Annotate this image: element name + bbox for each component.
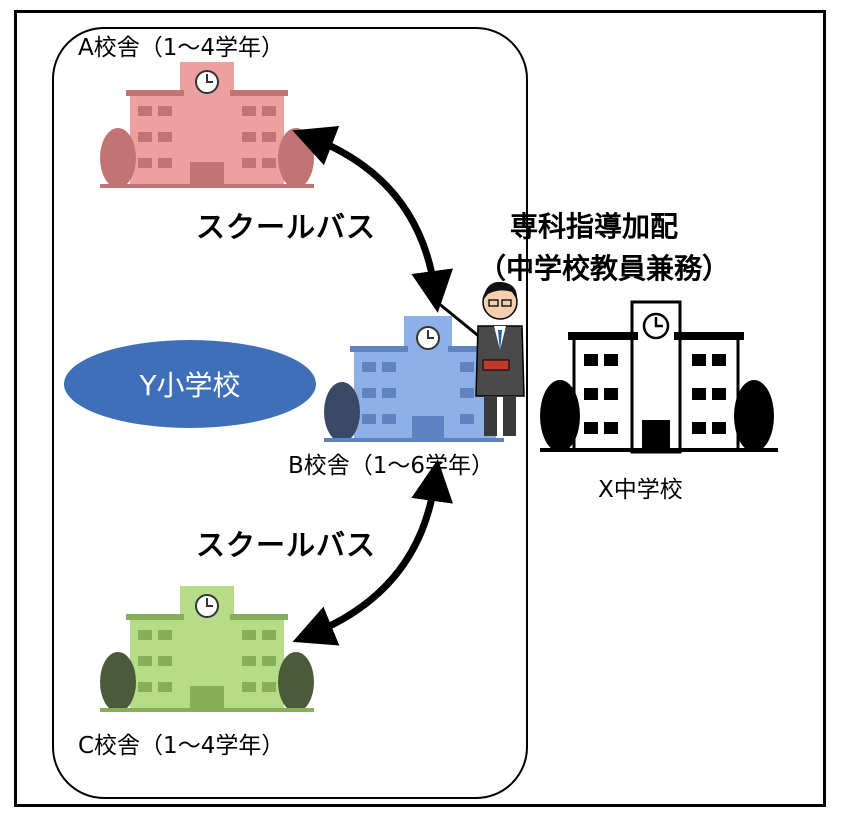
teacher-concurrent-note: （中学校教員兼務） (478, 252, 731, 285)
campus-b-label: B校舎（1～6学年） (288, 453, 495, 479)
campus-a-label: A校舎（1～4学年） (78, 35, 285, 61)
campus-a-building-icon (100, 62, 314, 188)
specialist-teacher-heading: 専科指導加配 (510, 210, 679, 243)
y-school-label: Y小学校 (139, 369, 241, 402)
y-school-ellipse (64, 340, 316, 428)
x-junior-high-building-icon (540, 300, 778, 454)
bus-route-arrow-b-c (292, 459, 453, 646)
campus-c-building-icon (100, 586, 314, 712)
outer-frame (14, 10, 826, 807)
campus-c-label: C校舎（1～4学年） (78, 733, 285, 759)
x-junior-high-label: X中学校 (598, 477, 683, 503)
bus-route-arrow-a-b (292, 126, 454, 313)
y-school-group-boundary (52, 27, 528, 799)
school-bus-label-bottom: スクールバス (196, 528, 377, 562)
school-bus-label-top: スクールバス (196, 210, 377, 244)
